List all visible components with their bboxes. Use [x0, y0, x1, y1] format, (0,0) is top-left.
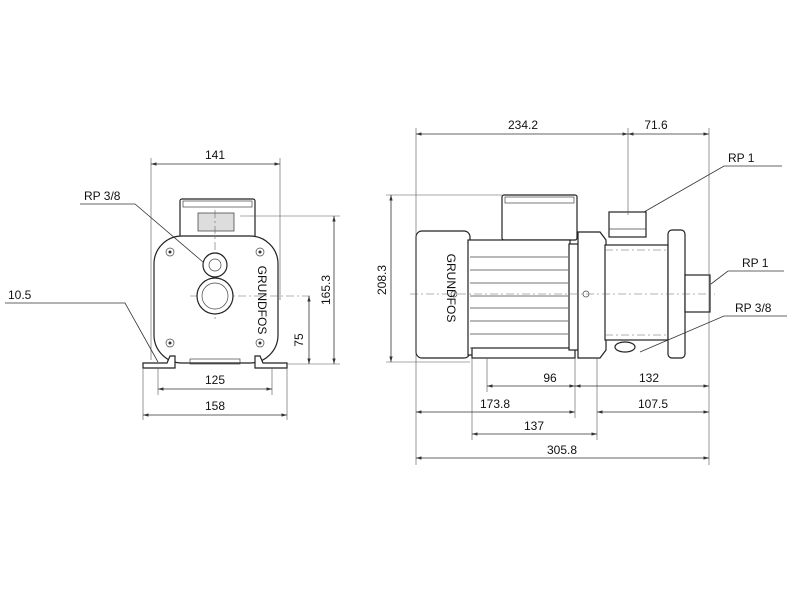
inlet-port	[196, 277, 234, 315]
fan-cover	[415, 230, 471, 359]
brand-logo-side: GRUNDFOS	[444, 254, 458, 323]
foot-side	[471, 347, 576, 359]
terminal-box-side	[501, 194, 578, 241]
drain-plug	[614, 341, 636, 353]
front-view: GRUNDFOS 141 165.3 75 125 158 RP 3/8 10.…	[5, 148, 340, 420]
drain-port	[202, 252, 228, 278]
pump-chamber	[604, 244, 669, 341]
dim-173-8: 173.8	[480, 397, 510, 411]
outlet-port	[608, 211, 647, 238]
foot-left	[142, 355, 176, 369]
top-outlet	[197, 212, 235, 232]
cooling-fins	[470, 256, 568, 349]
dim-10-5: 10.5	[8, 288, 32, 302]
dim-125: 125	[205, 373, 225, 387]
foot-right	[254, 355, 288, 369]
dim-234-2: 234.2	[508, 118, 538, 132]
dim-75: 75	[292, 333, 306, 347]
dim-165-3: 165.3	[319, 275, 333, 305]
dim-208-3: 208.3	[375, 265, 389, 295]
dim-132: 132	[639, 371, 659, 385]
dim-158: 158	[205, 399, 225, 413]
dim-71-6: 71.6	[644, 118, 668, 132]
label-rp-3-8-front: RP 3/8	[84, 189, 121, 203]
motor-body	[467, 239, 571, 356]
label-rp-1-outlet: RP 1	[728, 151, 755, 165]
inlet-port	[684, 274, 711, 313]
pump-flange	[577, 231, 607, 359]
bolt-icons	[165, 247, 265, 348]
dim-141: 141	[205, 148, 225, 162]
label-rp-3-8-side: RP 3/8	[735, 301, 772, 315]
brand-logo: GRUNDFOS	[255, 266, 269, 335]
dim-96: 96	[543, 371, 557, 385]
dim-137: 137	[524, 419, 544, 433]
label-rp-1-inlet: RP 1	[742, 256, 769, 270]
side-view: GRUNDFOS 234.2 71.6 208.3	[375, 118, 787, 465]
dim-305-8: 305.8	[547, 443, 577, 457]
dim-107-5: 107.5	[638, 397, 668, 411]
